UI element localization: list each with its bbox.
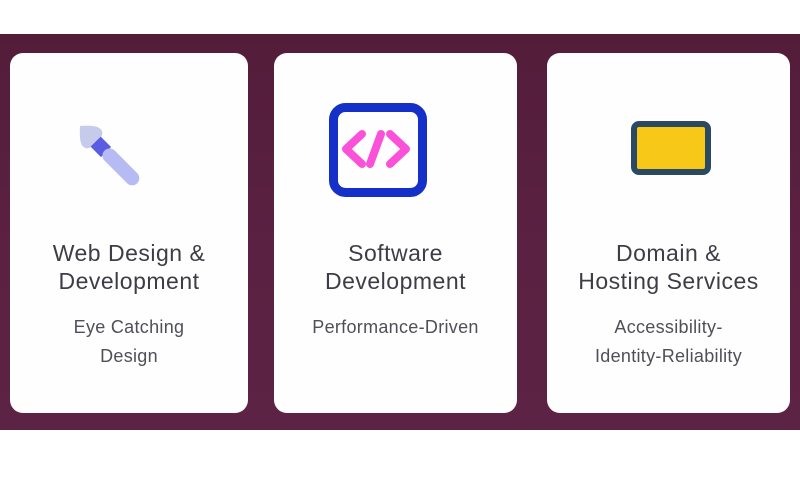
service-card-software-development[interactable]: Software Development Performance-Driven — [274, 53, 517, 413]
card-title-line: Software — [348, 240, 443, 266]
card-icon-row — [274, 103, 517, 202]
cards-container: Web Design & Development Eye Catching De… — [0, 34, 800, 430]
card-subtitle-line: Identity-Reliability — [594, 346, 743, 366]
display-icon — [630, 121, 711, 180]
card-title-line: Hosting Services — [578, 268, 759, 294]
card-title: Software Development — [274, 239, 517, 295]
code-icon — [328, 103, 427, 202]
card-subtitle-line: Accessibility- — [614, 317, 723, 337]
card-title-line: Development — [324, 268, 467, 294]
card-subtitle-line: Eye Catching — [73, 317, 185, 337]
card-subtitle: Accessibility- Identity-Reliability — [547, 313, 790, 371]
card-title-line: Domain & — [616, 240, 721, 266]
service-card-domain-hosting[interactable]: Domain & Hosting Services Accessibility-… — [547, 53, 790, 413]
card-title-line: Development — [58, 268, 200, 294]
card-icon-row — [547, 121, 790, 180]
card-subtitle: Eye Catching Design — [10, 313, 248, 371]
card-title: Domain & Hosting Services — [547, 239, 790, 295]
card-icon-row — [10, 113, 248, 202]
card-subtitle: Performance-Driven — [274, 313, 517, 342]
card-subtitle-line: Design — [100, 346, 158, 366]
card-title-line: Web Design & — [52, 240, 206, 266]
card-title: Web Design & Development — [10, 239, 248, 295]
service-card-web-design[interactable]: Web Design & Development Eye Catching De… — [10, 53, 248, 413]
card-subtitle-line: Performance-Driven — [312, 317, 479, 337]
paintbrush-icon — [67, 113, 151, 202]
